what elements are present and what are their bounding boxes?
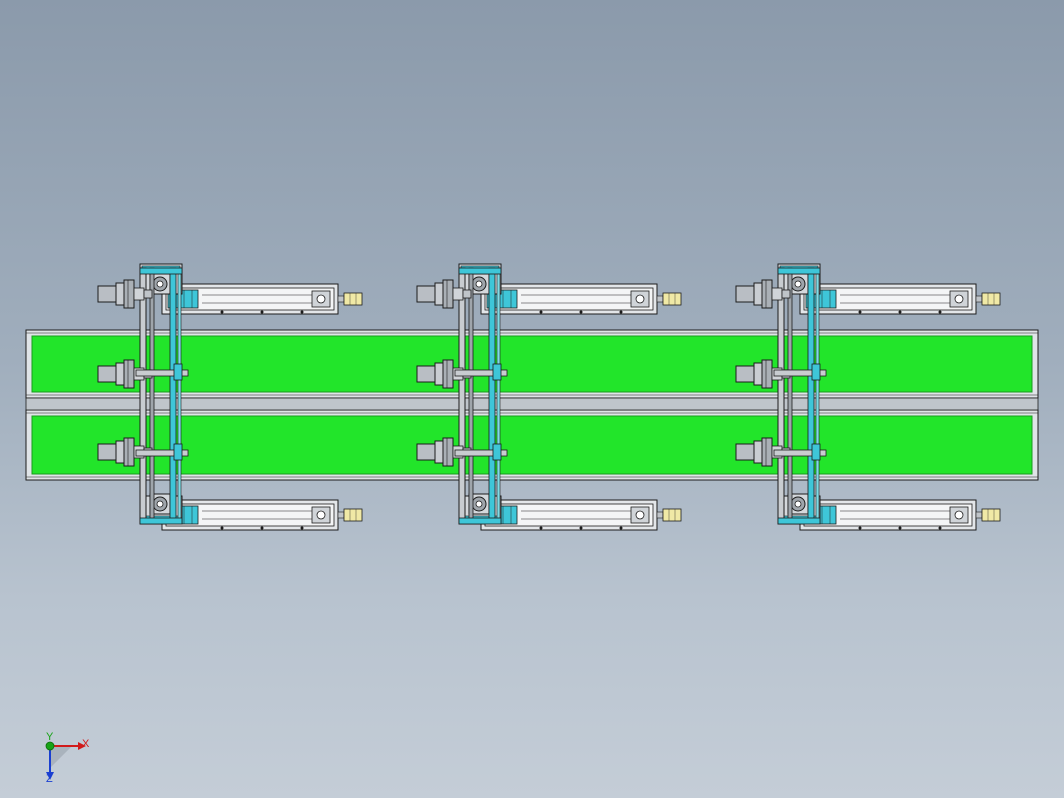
axis-triad: X Y Z [45,731,90,785]
z-axis-label: Z [46,773,53,785]
center-rail [25,397,1039,411]
conveyor-belt-lower [25,409,1039,481]
y-axis-dot [45,741,55,751]
x-axis-label: X [82,738,90,750]
conveyor-belt-upper [25,329,1039,399]
y-axis-label: Y [46,731,54,743]
